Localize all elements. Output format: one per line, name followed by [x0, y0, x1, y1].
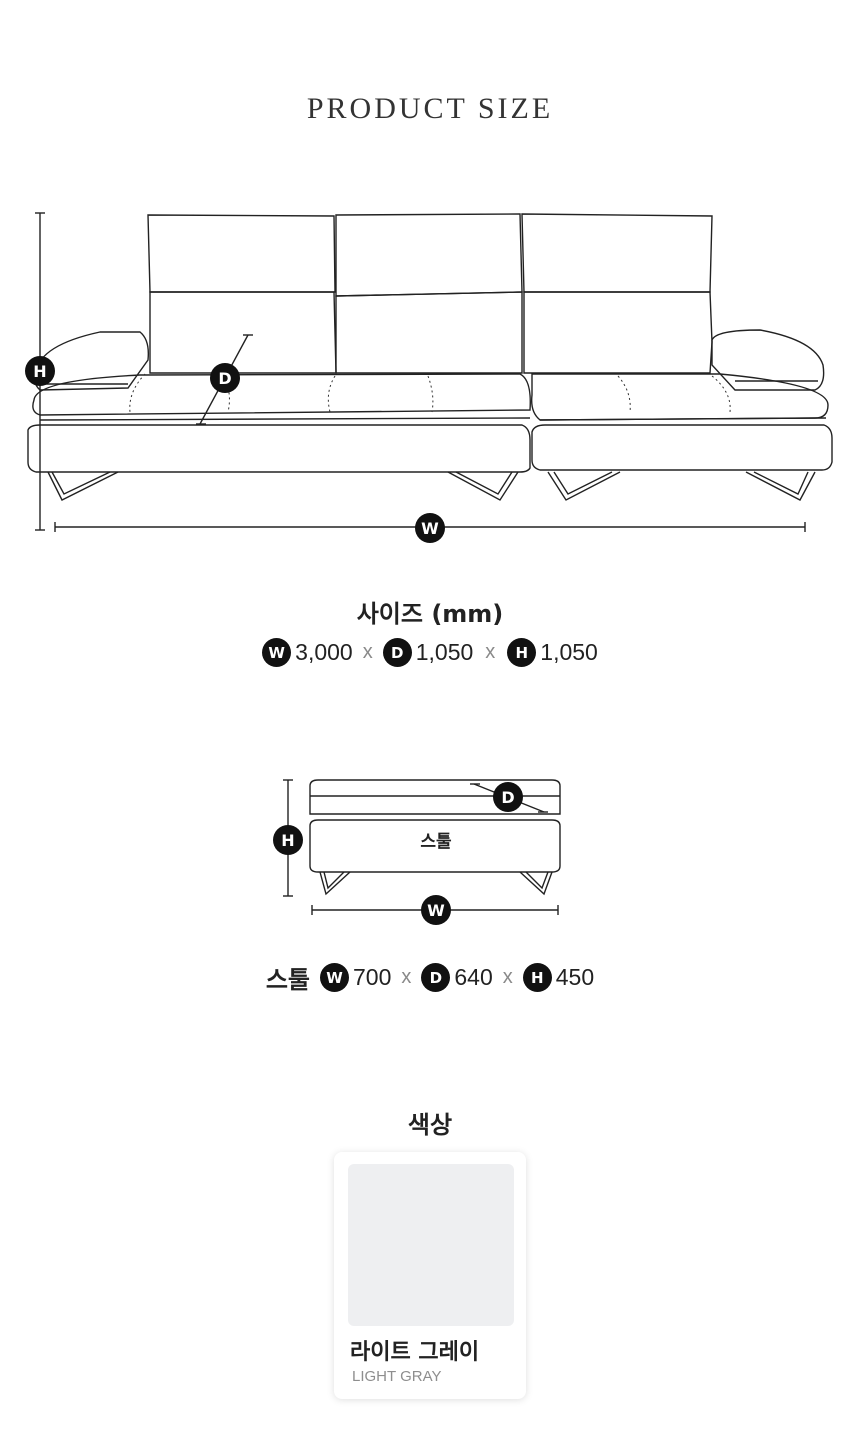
- stool-height-value: 450: [555, 964, 595, 990]
- sofa-h-marker: H: [25, 356, 55, 386]
- stool-w-marker: W: [421, 895, 451, 925]
- sofa-w-marker: W: [415, 513, 445, 543]
- stool-prefix: 스툴: [265, 966, 311, 994]
- sofa-d-marker: D: [210, 363, 240, 393]
- height-badge: H: [507, 638, 537, 667]
- color-name: 라이트 그레이: [350, 1340, 480, 1365]
- stool-label: 스툴: [420, 832, 452, 852]
- stool-diagram: 스툴 H D W: [273, 779, 561, 925]
- separator: x: [485, 641, 496, 663]
- color-heading: 색상: [407, 1111, 453, 1139]
- sofa-dimensions: W 3,000 x D 1,050 x H 1,050: [0, 638, 860, 667]
- width-badge: W: [262, 638, 292, 667]
- stool-dimensions: 스툴 W 700 x D 640 x H 450: [0, 960, 860, 995]
- sofa-diagram: H D W: [25, 212, 833, 543]
- sofa-size-heading: 사이즈 (mm): [356, 600, 504, 628]
- separator: x: [401, 966, 412, 988]
- sofa-height-value: 1,050: [540, 639, 598, 665]
- color-swatch-card[interactable]: 라이트 그레이 LIGHT GRAY: [334, 1152, 526, 1399]
- page-title: PRODUCT SIZE: [306, 92, 554, 125]
- depth-badge: D: [382, 638, 412, 667]
- svg-text:W: W: [421, 519, 439, 538]
- color-swatch: [348, 1164, 514, 1326]
- width-badge: W: [320, 963, 350, 992]
- stool-width-value: 700: [353, 964, 392, 990]
- sofa-depth-value: 1,050: [415, 639, 474, 665]
- color-name-en: LIGHT GRAY: [352, 1368, 442, 1385]
- svg-text:H: H: [281, 831, 294, 850]
- svg-text:D: D: [218, 369, 231, 388]
- depth-badge: D: [421, 963, 451, 992]
- svg-text:D: D: [501, 788, 514, 807]
- separator: x: [362, 641, 373, 663]
- stool-h-marker: H: [273, 825, 303, 855]
- stool-d-marker: D: [493, 782, 523, 812]
- sofa-width-value: 3,000: [295, 639, 353, 665]
- height-badge: H: [522, 963, 552, 992]
- separator: x: [502, 966, 513, 988]
- svg-text:H: H: [33, 362, 46, 381]
- stool-depth-value: 640: [454, 964, 493, 990]
- svg-text:W: W: [427, 901, 445, 920]
